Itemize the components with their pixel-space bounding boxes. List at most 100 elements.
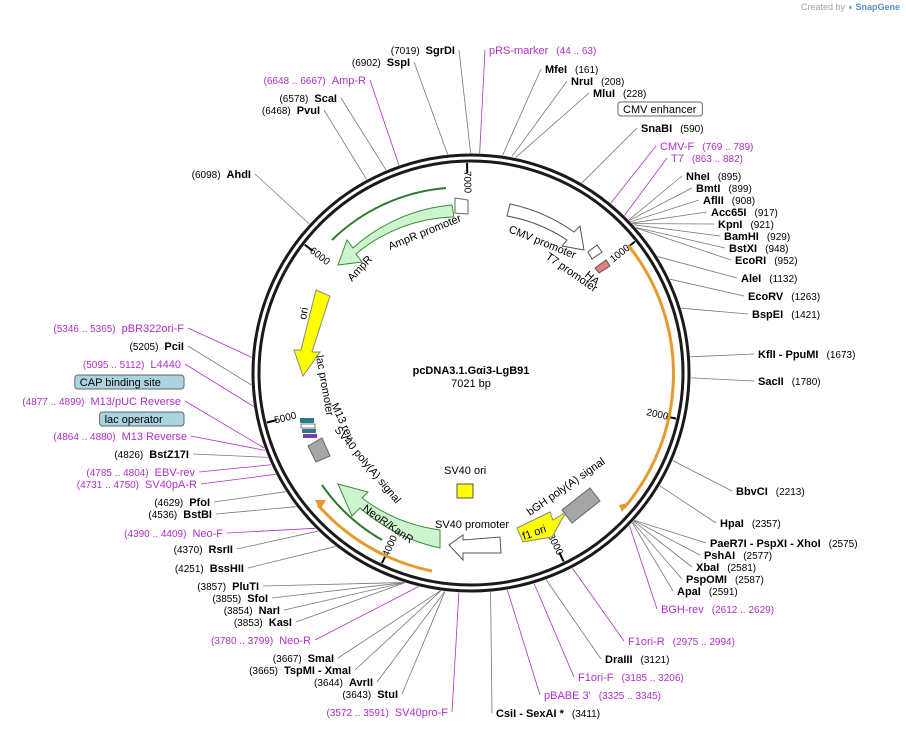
site-hpai[interactable]: HpaI [720, 518, 744, 530]
plasmid-size: 7021 bp [451, 378, 491, 390]
site-t7[interactable]: T7 [671, 153, 684, 165]
site-m13-reverse[interactable]: M13 Reverse [122, 431, 187, 443]
site-nhei[interactable]: NheI [686, 171, 710, 183]
site-pfoi[interactable]: PfoI [189, 497, 210, 509]
site-nrui[interactable]: NruI [571, 76, 593, 88]
site-pos-neo-f: (4390 .. 4409) [124, 529, 186, 540]
site-paer7i-pspxi-xhoi[interactable]: PaeR7I - PspXI - XhoI [710, 538, 821, 550]
neo-kanr-feature[interactable] [337, 483, 441, 549]
site-pvui[interactable]: PvuI [297, 105, 320, 117]
site-sspi[interactable]: SspI [387, 57, 410, 69]
site-l4440[interactable]: L4440 [150, 359, 181, 371]
site-pos-sacii: (1780) [792, 377, 821, 388]
site-mfei[interactable]: MfeI [545, 64, 567, 76]
site-scai[interactable]: ScaI [314, 93, 337, 105]
site-bgh-rev[interactable]: BGH-rev [661, 604, 704, 616]
ampr-feature[interactable] [337, 204, 455, 266]
leader-nari [283, 582, 405, 611]
lac-operator-feature[interactable] [302, 429, 316, 433]
sv40-ori-feature[interactable] [456, 483, 474, 499]
cmv-enhancer-box[interactable] [617, 101, 703, 117]
site-tspmi-xmai[interactable]: TspMI - XmaI [284, 665, 351, 677]
ampr-promoter-feature[interactable] [454, 197, 469, 215]
site-pos-csii-sexai: (3411) [572, 709, 600, 720]
bgh-polya-feature[interactable] [561, 487, 601, 524]
sv40-promoter-feature[interactable] [448, 534, 502, 562]
site-bstbi[interactable]: BstBI [183, 509, 212, 521]
site-ecori[interactable]: EcoRI [735, 255, 766, 267]
site-pos-tspmi-xmai: (3665) [249, 666, 278, 677]
site-kpni[interactable]: KpnI [718, 219, 742, 231]
cap-binding-site-box[interactable] [74, 374, 185, 390]
leader-paer7i-pspxi-xhoi [634, 519, 707, 544]
leader-sgrdi [458, 49, 472, 154]
site-prs-marker[interactable]: pRS-marker [489, 45, 549, 57]
site-bstxi[interactable]: BstXI [729, 243, 757, 255]
site-sacii[interactable]: SacII [758, 376, 784, 388]
site-pbr322ori-f[interactable]: pBR322ori-F [122, 323, 185, 335]
orf-arc-right[interactable] [622, 244, 675, 509]
site-neo-r[interactable]: Neo-R [279, 635, 311, 647]
site-cmv-f[interactable]: CMV-F [660, 141, 695, 153]
site-xbai[interactable]: XbaI [696, 562, 719, 574]
site-f1ori-f[interactable]: F1ori-F [578, 672, 614, 684]
cmv-promoter-feature[interactable] [506, 203, 585, 251]
site-rsrii[interactable]: RsrII [209, 544, 233, 556]
site-ecorv[interactable]: EcoRV [748, 291, 784, 303]
site-nari[interactable]: NarI [259, 605, 280, 617]
site-neo-f[interactable]: Neo-F [192, 528, 223, 540]
site-mlui[interactable]: MluI [593, 88, 615, 100]
site-csii-sexai[interactable]: CsiI - SexAI * [496, 708, 565, 720]
site-kfli-ppumi[interactable]: KflI - PpuMI [758, 349, 819, 361]
site-pshai[interactable]: PshAI [704, 550, 735, 562]
site-draiii[interactable]: DraIII [605, 654, 633, 666]
ha-tag-feature[interactable] [594, 259, 611, 274]
site-sfoi[interactable]: SfoI [247, 593, 268, 605]
ampr-inner-arc [331, 187, 447, 241]
site-aflii[interactable]: AflII [703, 195, 724, 207]
site-kasi[interactable]: KasI [269, 617, 292, 629]
site-pos-sgrdi: (7019) [391, 46, 420, 57]
ori-feature[interactable] [293, 289, 331, 378]
site-apai[interactable]: ApaI [677, 586, 701, 598]
site-bmti[interactable]: BmtI [696, 183, 720, 195]
site-m13-puc-reverse[interactable]: M13/pUC Reverse [91, 396, 181, 408]
leader-ecorv [669, 278, 745, 297]
site-sgrdi[interactable]: SgrDI [426, 45, 455, 57]
site-avrii[interactable]: AvrII [349, 677, 373, 689]
f1-ori-feature[interactable] [516, 510, 568, 543]
site-snabi[interactable]: SnaBI [641, 123, 672, 135]
site-bbvci[interactable]: BbvCI [736, 486, 768, 498]
ori-label: ori [297, 306, 311, 320]
site-amp-r[interactable]: Amp-R [332, 75, 366, 87]
t7-promoter-feature[interactable] [587, 244, 603, 260]
site-ebv-rev[interactable]: EBV-rev [155, 467, 196, 479]
site-stui[interactable]: StuI [377, 689, 398, 701]
lac-operator-box[interactable] [99, 411, 185, 427]
cap-binding-feature[interactable] [300, 418, 314, 423]
site-pcii[interactable]: PciI [164, 341, 184, 353]
site-pbabe-3[interactable]: pBABE 3' [544, 690, 591, 702]
site-bspei[interactable]: BspEI [752, 309, 783, 321]
leader-sspi [413, 61, 448, 155]
tick-3000 [558, 552, 565, 562]
site-bsshii[interactable]: BssHII [210, 563, 244, 575]
site-pos-sspi: (6902) [352, 58, 381, 69]
site-sv40pa-r[interactable]: SV40pA-R [145, 479, 197, 491]
site-pluti[interactable]: PluTI [232, 581, 259, 593]
site-pos-nari: (3854) [224, 606, 253, 617]
site-sv40pro-f[interactable]: SV40pro-F [395, 707, 448, 719]
leader-pluti [262, 582, 404, 587]
site-bstz17i[interactable]: BstZ17I [149, 449, 189, 461]
site-smai[interactable]: SmaI [308, 653, 334, 665]
m13-rev-feature[interactable] [303, 434, 317, 438]
site-bamhi[interactable]: BamHI [724, 231, 759, 243]
site-pspomi[interactable]: PspOMI [686, 574, 727, 586]
orf-arc-left[interactable] [316, 504, 433, 573]
lac-promoter-feature[interactable] [300, 423, 316, 429]
site-alei[interactable]: AleI [741, 273, 761, 285]
site-f1ori-r[interactable]: F1ori-R [628, 636, 665, 648]
sv40-polya-feature[interactable] [307, 437, 331, 463]
site-acc65i[interactable]: Acc65I [711, 207, 746, 219]
site-ahdi[interactable]: AhdI [227, 169, 251, 181]
